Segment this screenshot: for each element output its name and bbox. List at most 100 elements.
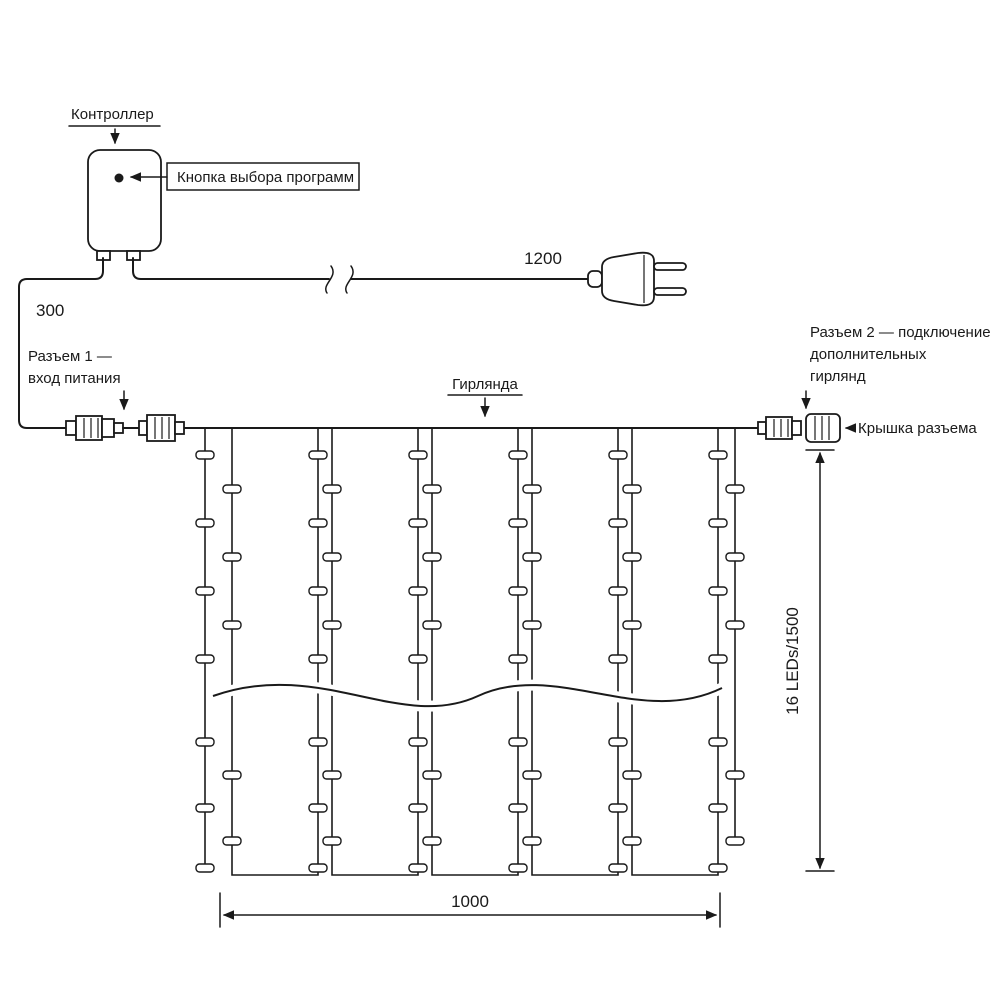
connector2-nose [791, 420, 802, 436]
led-lamp [608, 654, 628, 664]
controller-label: Контроллер [71, 106, 154, 123]
cord-break-mark-1 [325, 265, 334, 294]
led-lamp [222, 770, 242, 780]
led-lamp [608, 586, 628, 596]
connector1-socket-tail [174, 421, 185, 435]
led-lamp [725, 620, 745, 630]
led-lamp [408, 863, 428, 873]
break-wave-mask [211, 679, 725, 712]
led-lamp [622, 836, 642, 846]
vertical-dimension: 16 LEDs/1500 [783, 449, 835, 872]
connector2-label-line3: гирлянд [810, 368, 866, 385]
led-lamp [725, 770, 745, 780]
led-lamp [608, 863, 628, 873]
led-lamp [322, 836, 342, 846]
led-lamp [408, 518, 428, 528]
cap-label: Крышка разъема [858, 420, 977, 437]
led-lamp [195, 654, 215, 664]
led-lamp [708, 654, 728, 664]
led-lamp [422, 836, 442, 846]
led-lamp [195, 450, 215, 460]
connector-1-callout: Разъем 1 — вход питания [28, 348, 129, 411]
led-lamp [195, 586, 215, 596]
led-lamp [308, 450, 328, 460]
cord-break-mark-2 [345, 265, 354, 294]
plug-pin-bottom [653, 287, 687, 296]
led-lamp [708, 450, 728, 460]
led-lamp [195, 803, 215, 813]
led-lamp [522, 552, 542, 562]
connector1-label-line1: Разъем 1 — [28, 348, 112, 365]
led-lamp [622, 552, 642, 562]
connector1-socket-body [146, 414, 176, 442]
cap-callout: Крышка разъема [844, 420, 977, 437]
controller-box [87, 149, 162, 252]
led-lamp [408, 450, 428, 460]
plug-neck [587, 270, 603, 288]
led-lamp [522, 770, 542, 780]
led-lamp [408, 586, 428, 596]
led-lamp [308, 737, 328, 747]
led-lamp [708, 863, 728, 873]
cord-length-label: 1200 [524, 249, 562, 268]
led-lamp [422, 620, 442, 630]
led-lamp [308, 586, 328, 596]
led-lamp [222, 552, 242, 562]
program-button-label: Кнопка выбора программ [177, 169, 354, 186]
led-strand-loop [431, 428, 519, 876]
garland-callout: Гирлянда [447, 376, 523, 418]
plug-pin-top [653, 262, 687, 271]
led-lamp [522, 484, 542, 494]
led-lamp [322, 484, 342, 494]
led-lamp [195, 737, 215, 747]
led-lamp [608, 450, 628, 460]
led-lamp [708, 803, 728, 813]
connector1-tail [65, 420, 77, 436]
power-input-lead-wire [18, 257, 104, 429]
led-lamp [725, 836, 745, 846]
led-lamp [725, 552, 745, 562]
led-lamp [322, 620, 342, 630]
program-button-dot [114, 173, 124, 183]
led-lamp [322, 552, 342, 562]
hdim-label: 1000 [451, 892, 489, 911]
led-lamp [622, 484, 642, 494]
led-strand-loop [331, 428, 419, 876]
connector-2-callout: Разъем 2 — подключение дополнительных ги… [801, 324, 991, 410]
break-wave [212, 683, 723, 708]
led-lamp [508, 863, 528, 873]
led-lamp [708, 518, 728, 528]
led-lamp [422, 552, 442, 562]
led-lamp [622, 620, 642, 630]
led-lamp [408, 654, 428, 664]
led-lamp [308, 803, 328, 813]
led-lamp [622, 770, 642, 780]
plug-body [601, 251, 655, 307]
connector2-socket-tip [138, 420, 148, 436]
led-lamp [708, 737, 728, 747]
led-lamp [725, 484, 745, 494]
led-lamp [508, 654, 528, 664]
lead-length-label: 300 [36, 301, 64, 320]
led-lamp [322, 770, 342, 780]
led-lamp [608, 518, 628, 528]
led-lamp [308, 863, 328, 873]
led-lamp [422, 770, 442, 780]
connector-1 [65, 414, 185, 442]
connector2-label-line2: дополнительных [810, 346, 927, 363]
led-strand-loop [631, 428, 719, 876]
led-lamp [408, 737, 428, 747]
connector1-label-line2: вход питания [28, 370, 121, 387]
led-lamp [195, 518, 215, 528]
power-cord-left [132, 257, 330, 280]
led-lamp [608, 803, 628, 813]
led-lamp [608, 737, 628, 747]
led-lamp [508, 586, 528, 596]
led-lamp [195, 863, 215, 873]
connector-2 [757, 413, 841, 443]
horizontal-dimension: 1000 [219, 892, 721, 928]
connector2-label-line1: Разъем 2 — подключение [810, 324, 991, 341]
curtain-strands [195, 428, 745, 876]
led-lamp [508, 450, 528, 460]
